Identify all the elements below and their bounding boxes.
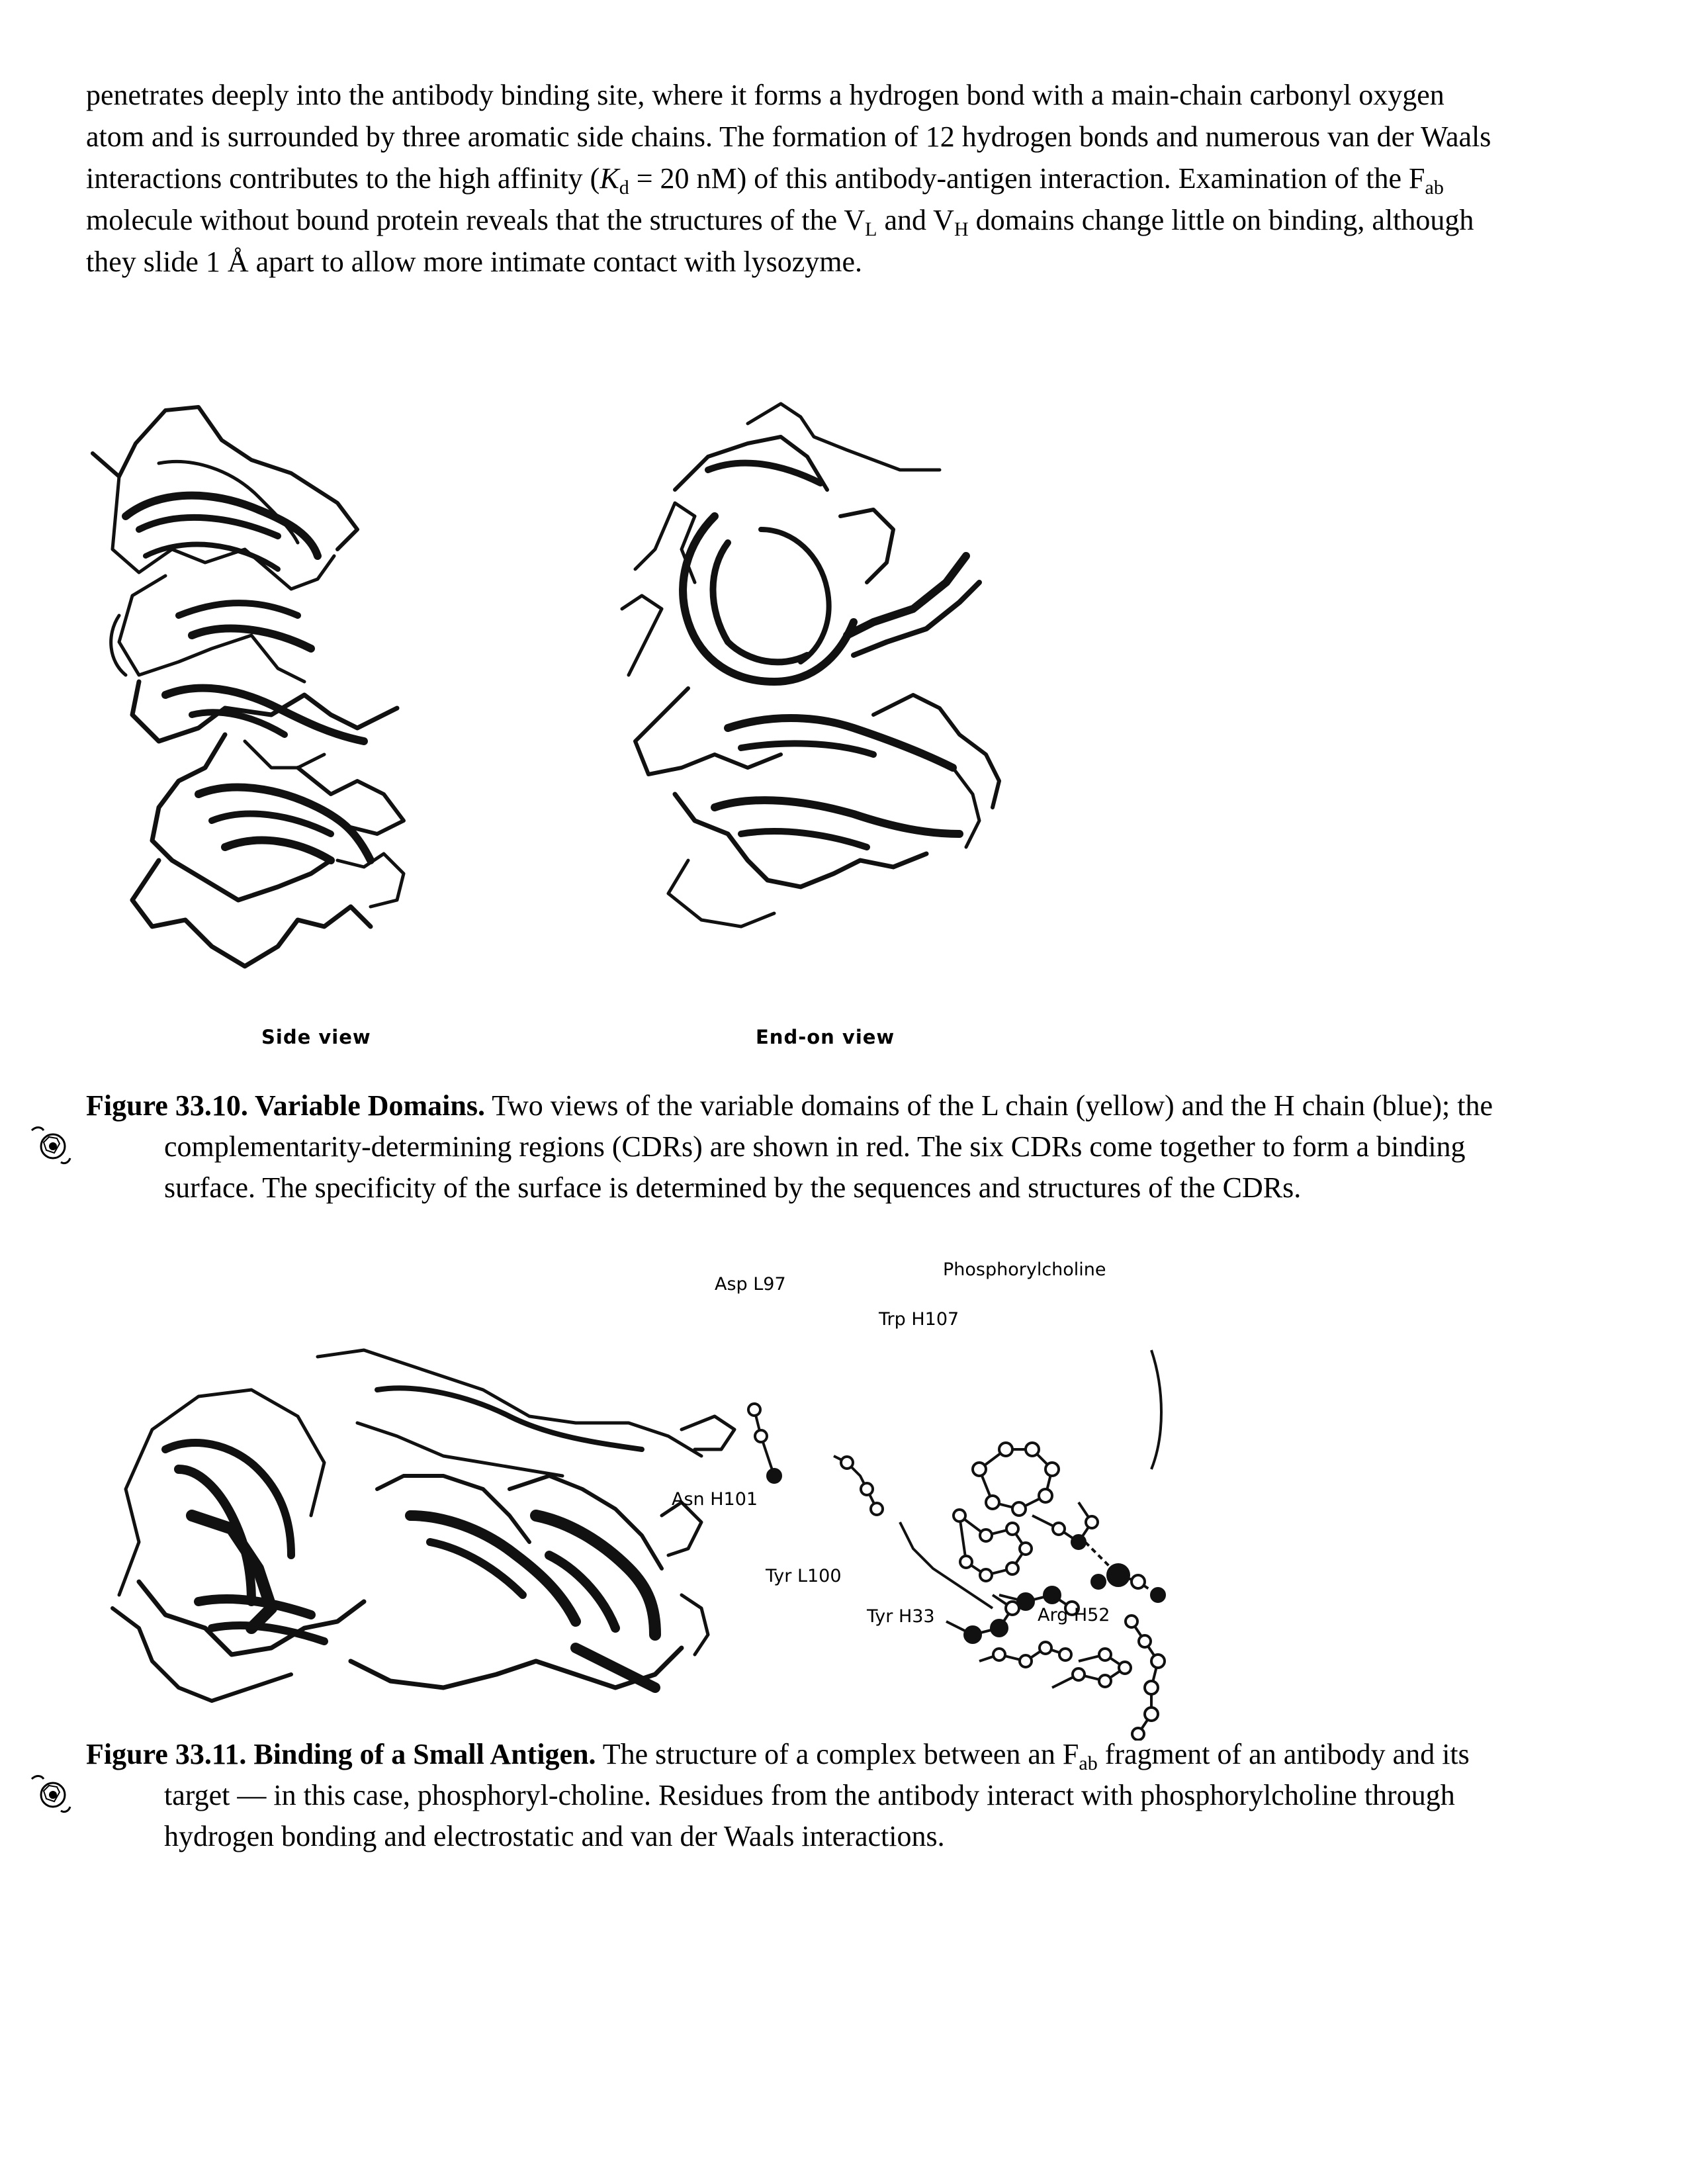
side-view-ribbon — [91, 405, 406, 969]
caption-33-11-line-2: target — in this case, phosphoryl-cholin… — [164, 1779, 1455, 1811]
intro-line-5: they slide 1 Å apart to allow more intim… — [86, 246, 863, 278]
label-asp-l97: Asp L97 — [715, 1274, 786, 1295]
figure-33-11-image — [99, 1317, 1588, 1741]
fab-ribbon — [111, 1348, 736, 1703]
intro-line-4: molecule without bound protein reveals t… — [86, 204, 1474, 240]
end-on-view-label: End-on view — [756, 1026, 895, 1048]
label-trp-h107: Trp H107 — [879, 1309, 959, 1330]
caption-33-10-line-3: surface. The specificity of the surface … — [164, 1171, 1302, 1204]
caption-33-10-line-1: Figure 33.10. Variable Domains. Two view… — [86, 1089, 1493, 1122]
cd-rom-icon — [30, 1775, 71, 1813]
intro-line-1: penetrates deeply into the antibody bind… — [86, 79, 1444, 111]
label-asn-h101: Asn H101 — [672, 1489, 758, 1510]
end-on-view-ribbon — [620, 402, 1001, 929]
figure-33-11-caption: Figure 33.11. Binding of a Small Antigen… — [86, 1734, 1608, 1857]
ball-and-stick-model — [747, 1349, 1166, 1741]
fab-complex-diagram — [111, 1348, 1166, 1741]
caption-33-11-line-1: Figure 33.11. Binding of a Small Antigen… — [86, 1738, 1470, 1774]
cd-rom-icon — [30, 1126, 71, 1165]
caption-33-11-line-3: hydrogen bonding and electrostatic and v… — [164, 1820, 945, 1852]
figure-33-10-image — [79, 397, 1019, 1019]
label-tyr-h33: Tyr H33 — [867, 1606, 935, 1627]
caption-33-10-line-2: complementarity-determining regions (CDR… — [164, 1130, 1466, 1163]
label-phosphorylcholine: Phosphorylcholine — [943, 1259, 1106, 1280]
figure-33-10-caption: Figure 33.10. Variable Domains. Two view… — [86, 1085, 1608, 1208]
intro-line-3: interactions contributes to the high aff… — [86, 162, 1444, 199]
intro-paragraph: penetrates deeply into the antibody bind… — [86, 74, 1601, 283]
label-tyr-l100: Tyr L100 — [766, 1566, 842, 1586]
side-view-label: Side view — [261, 1026, 371, 1048]
label-arg-h52: Arg H52 — [1038, 1605, 1110, 1625]
ribbon-diagrams — [91, 402, 1001, 969]
intro-line-2: atom and is surrounded by three aromatic… — [86, 120, 1491, 153]
